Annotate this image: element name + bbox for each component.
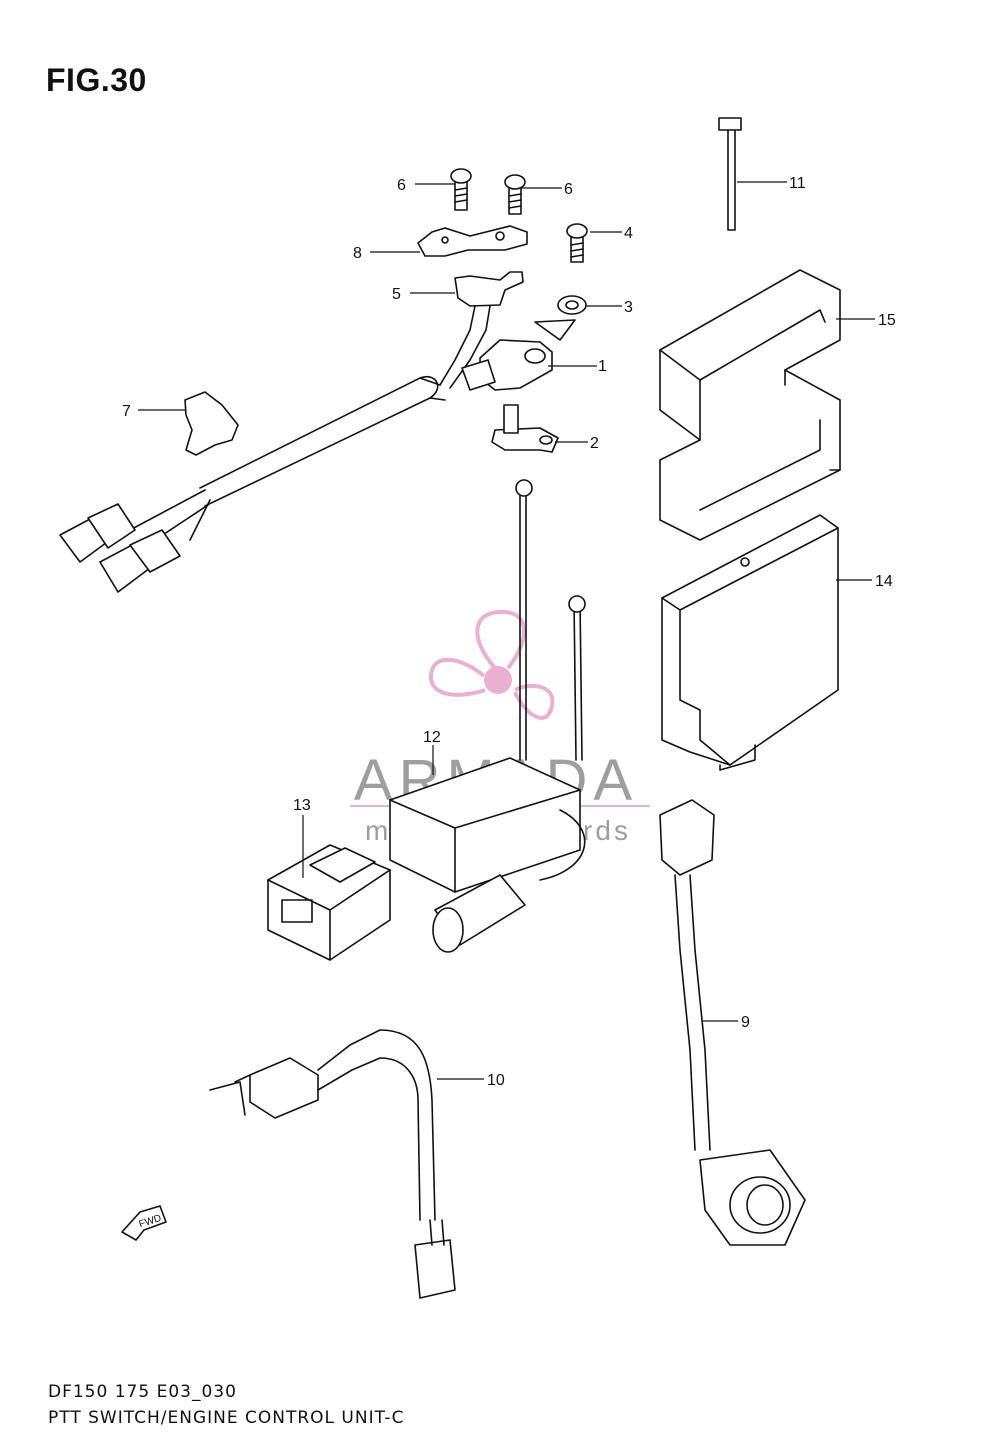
figure-code: DF150 175 E03_030 [48, 1382, 237, 1402]
callout-5: 5 [392, 286, 401, 303]
callout-6-left: 6 [397, 177, 406, 194]
fuse-block-13 [267, 844, 391, 961]
callout-15: 15 [878, 312, 896, 329]
callout-4: 4 [624, 225, 633, 242]
ptt-switch-5 [439, 271, 524, 389]
figure-name: PTT SWITCH/ENGINE CONTROL UNIT-C [48, 1408, 405, 1428]
relay-12 [389, 479, 586, 953]
callout-labels: 1 2 3 4 5 6 6 7 8 9 10 11 12 13 14 15 [122, 175, 896, 1089]
clamp-7 [184, 391, 239, 456]
harness-9 [659, 799, 806, 1246]
ecu-14 [661, 514, 839, 771]
callout-10: 10 [487, 1072, 505, 1089]
sensor-1 [461, 319, 576, 391]
fwd-arrow-icon [121, 1205, 167, 1241]
screw-6-left [450, 168, 472, 211]
washer-3 [557, 295, 587, 315]
callout-leaders [138, 181, 875, 1080]
callout-6-right: 6 [564, 181, 573, 198]
figure-title: FIG.30 [46, 62, 147, 98]
screw-6-right [504, 174, 526, 215]
callout-13: 13 [293, 797, 311, 814]
callout-7: 7 [122, 403, 131, 420]
callout-2: 2 [590, 435, 599, 452]
callout-8: 8 [353, 245, 362, 262]
cable-tie-11 [718, 117, 742, 231]
screw-4 [566, 223, 588, 263]
harness-10 [209, 1029, 456, 1299]
callout-9: 9 [741, 1014, 750, 1031]
callout-14: 14 [875, 573, 893, 590]
callout-3: 3 [624, 299, 633, 316]
callout-1: 1 [598, 358, 607, 375]
ecu-cover-15 [659, 269, 841, 541]
main-harness [59, 375, 446, 593]
cam-2 [491, 404, 559, 453]
callout-11: 11 [789, 175, 806, 192]
propeller-icon [428, 609, 555, 720]
callout-12: 12 [423, 729, 441, 746]
bracket-8 [417, 225, 528, 257]
